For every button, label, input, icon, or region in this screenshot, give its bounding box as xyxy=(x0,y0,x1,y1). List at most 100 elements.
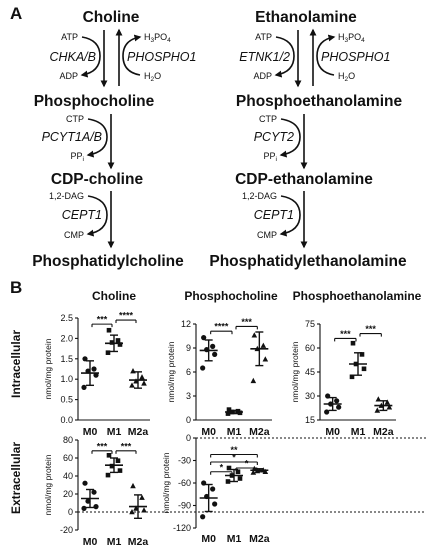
y-tick-label: 2.0 xyxy=(60,333,73,343)
significance-label: *** xyxy=(97,441,108,451)
x-category-label: M0 xyxy=(83,536,98,548)
data-point xyxy=(210,486,216,492)
y-tick-label: 40 xyxy=(63,471,73,481)
data-point xyxy=(82,480,88,486)
x-category-label: M1 xyxy=(351,426,366,438)
group-M0 xyxy=(199,480,218,520)
significance-label: * xyxy=(232,453,236,463)
y-tick-label: -30 xyxy=(178,456,191,466)
data-point xyxy=(350,340,356,346)
data-point xyxy=(334,398,340,404)
y-tick-label: 3 xyxy=(186,391,191,401)
significance-bracket: *** xyxy=(359,324,382,337)
group-M0 xyxy=(81,480,99,511)
phosphatase-cofactor-arrow xyxy=(316,34,336,76)
y-axis-label: nmol/mg protein xyxy=(43,338,53,399)
y-tick-label: 9 xyxy=(186,343,191,353)
cofactor-ctp: CTP xyxy=(66,114,84,124)
data-point xyxy=(262,356,269,362)
data-point xyxy=(361,366,367,372)
panel-a: A Choline ATP ADP CHKA/B H3PO4 H2O PHOSP… xyxy=(10,4,407,270)
data-point xyxy=(105,350,111,355)
data-point xyxy=(250,469,257,475)
data-point xyxy=(141,507,147,513)
metabolite-phosphatidylcholine: Phosphatidylcholine xyxy=(32,253,184,270)
data-point xyxy=(237,476,243,481)
cofactor-ctp: CTP xyxy=(259,114,277,124)
data-point xyxy=(105,472,111,478)
data-point xyxy=(109,340,115,345)
cept1-cofactor-arrow xyxy=(279,195,301,237)
significance-bracket: ** xyxy=(210,445,258,458)
data-point xyxy=(109,463,115,469)
significance-label: * xyxy=(220,462,224,472)
x-category-label: M0 xyxy=(201,426,216,438)
data-point xyxy=(81,505,87,511)
cofactor-ppi: PPi xyxy=(264,151,277,163)
significance-bracket: * xyxy=(210,462,233,475)
group-M2a xyxy=(129,368,147,389)
y-tick-label: 0.0 xyxy=(60,415,73,425)
y-tick-label: 80 xyxy=(63,435,73,445)
data-point xyxy=(212,501,218,507)
significance-label: *** xyxy=(365,324,376,334)
data-point xyxy=(201,335,207,341)
y-tick-label: -20 xyxy=(60,525,73,535)
y-tick-label: 75 xyxy=(305,319,315,329)
cofactor-dag: 1,2-DAG xyxy=(49,191,84,201)
data-point xyxy=(359,352,365,357)
significance-bracket: *** xyxy=(235,317,258,330)
significance-bracket: *** xyxy=(115,441,137,454)
cofactor-h2o: H2O xyxy=(338,71,355,83)
group-M0 xyxy=(81,356,99,390)
data-point xyxy=(260,342,267,348)
metabolite-phosphatidylethanolamine: Phosphatidylethanolamine xyxy=(209,253,407,270)
cept1-cofactor-arrow xyxy=(86,195,108,237)
data-point xyxy=(129,382,135,388)
y-tick-label: 0.5 xyxy=(60,395,73,405)
significance-label: *** xyxy=(241,317,252,327)
data-point xyxy=(200,514,206,520)
data-point xyxy=(324,409,330,415)
significance-label: *** xyxy=(340,329,351,339)
group-M1 xyxy=(225,465,243,484)
data-point xyxy=(117,342,123,347)
significance-label: **** xyxy=(214,322,229,332)
cofactor-atp: ATP xyxy=(61,32,78,42)
data-point xyxy=(91,489,97,495)
data-point xyxy=(117,468,123,473)
cofactor-adp: ADP xyxy=(253,71,272,81)
data-point xyxy=(141,380,147,386)
cofactor-dag: 1,2-DAG xyxy=(242,191,277,201)
x-category-label: M1 xyxy=(107,536,122,548)
significance-bracket: **** xyxy=(210,322,233,335)
y-axis-label: nmol/mg protein xyxy=(166,341,176,402)
y-tick-label: -90 xyxy=(178,501,191,511)
metabolite-cdp-ethanolamine: CDP-ethanolamine xyxy=(235,171,373,188)
metabolite-phosphocholine: Phosphocholine xyxy=(34,93,155,110)
x-category-label: M1 xyxy=(227,426,242,438)
data-point xyxy=(115,338,121,343)
panel-a-label: A xyxy=(10,4,22,23)
data-point xyxy=(106,327,112,333)
data-point xyxy=(251,332,258,338)
y-tick-label: -60 xyxy=(178,478,191,488)
enzyme-cept1: CEPT1 xyxy=(62,208,102,222)
data-point xyxy=(225,479,231,484)
data-point xyxy=(106,453,112,458)
choline-pathway: Choline ATP ADP CHKA/B H3PO4 H2O PHOSPHO… xyxy=(32,9,196,270)
group-M1 xyxy=(225,407,243,416)
x-category-label: M2a xyxy=(249,426,270,438)
group-M2a xyxy=(250,465,269,475)
group-M1 xyxy=(349,340,367,380)
data-point xyxy=(81,384,87,390)
y-tick-label: 60 xyxy=(63,453,73,463)
data-point xyxy=(91,366,97,372)
enzyme-phospho1: PHOSPHO1 xyxy=(127,50,196,64)
x-category-label: M0 xyxy=(201,533,216,545)
